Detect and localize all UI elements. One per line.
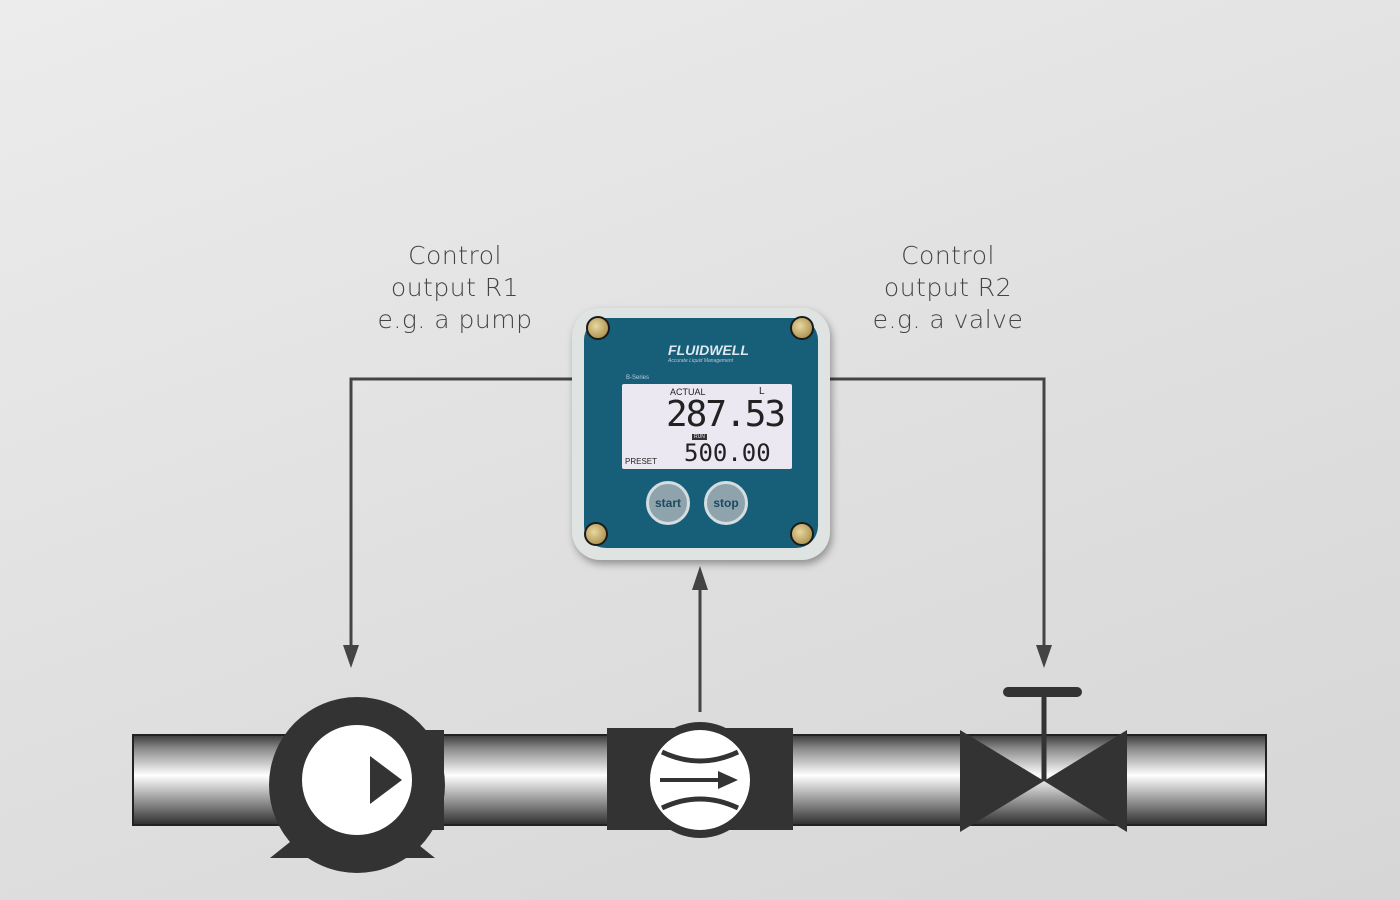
preset-value: 500.00 (684, 439, 771, 467)
stop-button[interactable]: stop (704, 481, 748, 525)
label-line: output R1 (390, 273, 520, 302)
lcd-display: ACTUAL L 287.53 RUN PRESET 500.00 (622, 384, 792, 469)
device-face: FLUIDWELL Accurate Liquid Management B-S… (584, 318, 818, 548)
label-output-r1: Control output R1 e.g. a pump (335, 240, 575, 336)
label-line: e.g. a valve (872, 305, 1024, 334)
label-line: Control (901, 241, 995, 270)
arrow-head-r1 (343, 645, 359, 668)
actual-label: ACTUAL (670, 387, 706, 397)
label-output-r2: Control output R2 e.g. a valve (828, 240, 1068, 336)
run-indicator: RUN (692, 434, 707, 440)
fluidwell-controller: FLUIDWELL Accurate Liquid Management B-S… (572, 308, 830, 560)
valve-icon (960, 687, 1127, 832)
screw-icon (584, 522, 608, 546)
screw-icon (790, 522, 814, 546)
actual-value: 287.53 (666, 394, 786, 435)
series-label: B-Series (626, 375, 650, 381)
unit-label: L (759, 386, 765, 397)
label-line: output R2 (883, 273, 1013, 302)
pump-icon (269, 697, 445, 873)
preset-label: PRESET (625, 457, 658, 466)
arrow-head-input (692, 566, 708, 590)
flow-meter-icon (607, 722, 793, 838)
arrow-head-r2 (1036, 645, 1052, 668)
signal-line-r1 (349, 377, 572, 650)
brand-logo: FLUIDWELL (668, 342, 749, 358)
screw-icon (790, 316, 814, 340)
start-button[interactable]: start (646, 481, 690, 525)
brand-tagline: Accurate Liquid Management (668, 358, 734, 364)
screw-icon (586, 316, 610, 340)
label-line: Control (408, 241, 502, 270)
signal-line-r2 (830, 377, 1046, 650)
label-line: e.g. a pump (377, 305, 533, 334)
